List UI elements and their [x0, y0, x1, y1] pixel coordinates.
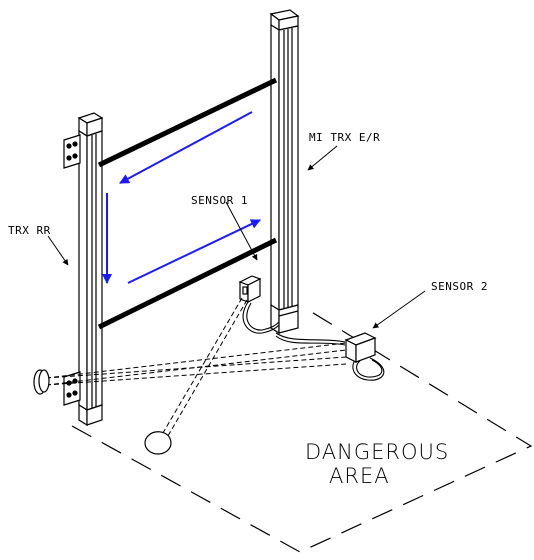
- sensor-beams: [45, 297, 347, 442]
- bracket-icon: [63, 134, 81, 169]
- reflector-2: [33, 369, 50, 395]
- right-post: [269, 9, 300, 335]
- sensor-cables: [242, 301, 385, 381]
- label-area: AREA: [329, 464, 390, 488]
- reflector-1: [144, 431, 172, 455]
- leader-lines: [47, 145, 426, 329]
- label-mi-trx: MI TRX E/R: [309, 131, 380, 144]
- blue-arrow: [102, 111, 261, 284]
- left-post: [77, 112, 104, 427]
- label-dangerous: DANGEROUS: [305, 440, 449, 464]
- sensor-2-box: [344, 332, 377, 363]
- curtain-bars: [97, 77, 278, 330]
- dangerous-area-outline: [71, 307, 533, 553]
- label-sensor-1: SENSOR 1: [191, 194, 248, 207]
- sensor-1-box: [238, 275, 262, 303]
- label-sensor-2: SENSOR 2: [431, 280, 488, 293]
- label-trx-rr: TRX RR: [8, 224, 51, 237]
